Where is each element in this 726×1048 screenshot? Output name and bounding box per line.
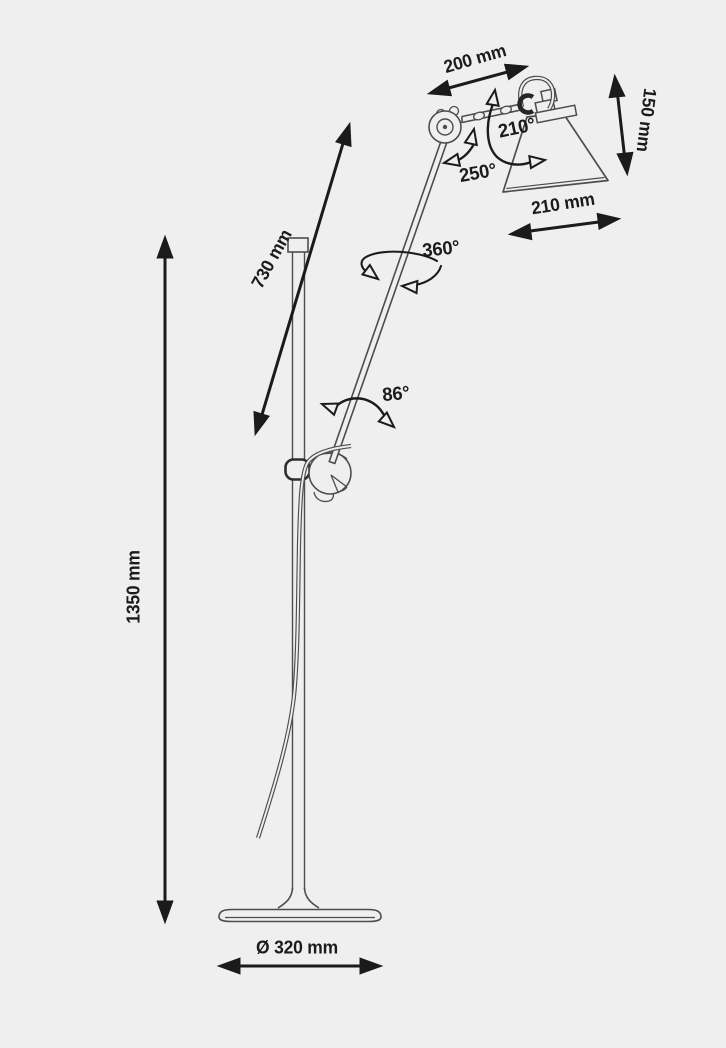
dimension-label-total-height: 1350 mm xyxy=(123,550,144,624)
arrow-shade-width xyxy=(507,212,622,241)
arc-210deg xyxy=(485,87,548,170)
angle-label-arm-pivot: 86° xyxy=(381,382,411,407)
arc-250deg xyxy=(441,126,478,167)
arc-86deg xyxy=(319,397,397,429)
lamp-base xyxy=(218,887,382,923)
lamp-pole xyxy=(287,237,309,890)
dimension-label-base-diameter: Ø 320 mm xyxy=(256,937,338,958)
floor-lamp xyxy=(218,75,609,923)
angle-label-arm-rotation: 360° xyxy=(421,237,461,262)
power-cable xyxy=(256,443,352,839)
angle-arcs xyxy=(319,87,548,429)
arc-360deg xyxy=(360,250,443,295)
arrow-shade-height xyxy=(608,73,634,177)
elbow-joint xyxy=(428,105,462,144)
arrow-upper-arm-length xyxy=(426,63,530,97)
mid-joint xyxy=(284,451,352,503)
shade-hook xyxy=(517,75,556,115)
arrow-lower-arm-length xyxy=(253,121,352,437)
shade-socket xyxy=(534,87,578,124)
dimension-arrows xyxy=(156,63,634,975)
arrow-total-height xyxy=(156,234,174,925)
arrow-base-diameter xyxy=(216,957,384,975)
